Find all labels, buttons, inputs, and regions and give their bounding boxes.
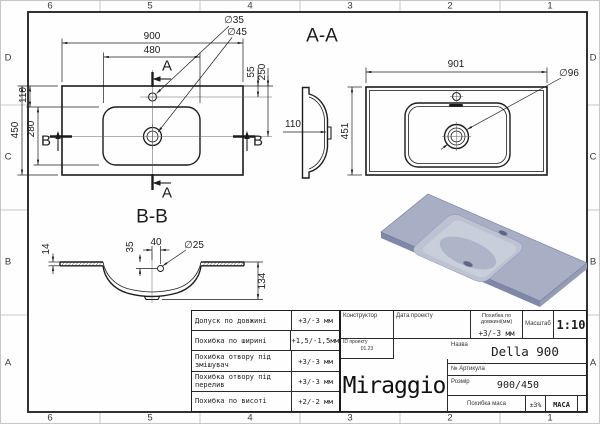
grid-ref-col: 5 xyxy=(147,412,153,424)
dim-480: 480 xyxy=(143,45,161,56)
dim-901: 901 xyxy=(447,59,465,70)
grid-ref-col: 5 xyxy=(147,0,153,12)
grid-ref-row: A xyxy=(589,357,597,369)
grid-ref-col: 3 xyxy=(347,0,353,12)
grid-ref-col: 2 xyxy=(447,0,453,12)
dim-55: 55 xyxy=(246,66,257,78)
tolerance-value: +2/-2 мм xyxy=(298,396,333,406)
grid-ref-col: 6 xyxy=(47,412,53,424)
dim-250: 250 xyxy=(257,63,268,81)
dim-35: 35 xyxy=(125,241,136,253)
dim-110-left: 110 xyxy=(18,87,29,103)
tolerance-label: Похибка отвору під перелив xyxy=(192,371,292,391)
hatch-right xyxy=(202,262,244,267)
render-3d xyxy=(380,193,588,307)
frame-border xyxy=(27,11,588,413)
dia-45: ∅45 xyxy=(227,27,247,38)
section-mark-b: B xyxy=(40,132,52,150)
grid-ref-col: 3 xyxy=(347,412,353,424)
tolerance-label: Допуск по довжині xyxy=(192,311,292,331)
grid-ref-col: 2 xyxy=(447,412,453,424)
dim-450: 450 xyxy=(10,121,21,139)
tolerance-label: Похибка отвору під змішувач xyxy=(192,351,292,371)
empty-cell xyxy=(578,396,588,413)
dim-900: 900 xyxy=(143,31,161,42)
logo-cell: Miraggio xyxy=(341,359,448,413)
table-row: Похибка отвору під перелив +3/-3 мм xyxy=(192,371,339,392)
constructor-cell: Конструктор xyxy=(341,311,394,339)
grid-ref-row: D xyxy=(589,52,597,64)
grid-ref-col: 1 xyxy=(547,412,553,424)
grid-ref-row: C xyxy=(4,151,12,163)
grid-ref-row: C xyxy=(589,151,597,163)
length-tolerance-value: +3/-3 мм xyxy=(478,328,515,338)
scale-label: Масштаб xyxy=(523,311,554,339)
scale-value: 1:10 xyxy=(554,311,588,339)
table-row: Допуск по довжині +3/-3 мм xyxy=(192,311,339,332)
section-mark-a: A xyxy=(161,184,173,202)
dia-35: ∅35 xyxy=(224,15,244,26)
grid-ref-row: B xyxy=(4,256,12,268)
mass-label: МАСА xyxy=(546,396,578,413)
hatch-left xyxy=(60,262,103,267)
section-bb-title: B-B xyxy=(136,206,168,228)
product-name: Della 900 xyxy=(491,343,559,359)
tolerance-label: Похибка по ширині xyxy=(192,331,292,351)
table-row: Похибка по ширині +1,5/-1,5мм xyxy=(192,331,339,352)
section-bb-view xyxy=(48,246,263,303)
dim-134: 134 xyxy=(257,272,268,290)
grid-ref-col: 6 xyxy=(47,0,53,12)
mass-tolerance-label: Похибка маса xyxy=(448,396,526,413)
size-value: 900/450 xyxy=(496,380,540,391)
grid-ref-row: B xyxy=(589,256,597,268)
size-label: Розмір xyxy=(451,379,470,385)
tolerance-value: +3/-3 мм xyxy=(298,316,333,326)
tolerance-value: +1,5/-1,5мм xyxy=(291,336,339,346)
section-mark-a: A xyxy=(161,57,173,75)
tolerance-value: +3/-3 мм xyxy=(298,356,333,366)
table-row: Похибка отвору під змішувач +3/-3 мм xyxy=(192,351,339,372)
project-id-label: ID проекту xyxy=(343,339,368,345)
table-row: Похибка по висоті +2/-2 мм xyxy=(192,391,339,412)
name-label: Назва xyxy=(451,342,468,348)
tolerance-value: +3/-3 мм xyxy=(298,376,333,386)
section-aa-title: A-A xyxy=(306,25,338,47)
tolerance-table: Допуск по довжині +3/-3 мм Похибка по ши… xyxy=(191,310,340,412)
article-label: № Артикула xyxy=(448,364,588,376)
logo-spacer xyxy=(394,339,448,359)
grid-ref-col: 1 xyxy=(547,0,553,12)
plan-view xyxy=(17,25,273,190)
grid-ref-col: 4 xyxy=(247,412,253,424)
project-date-cell: Дата проекту xyxy=(394,311,471,339)
section-aa-view xyxy=(283,67,562,179)
project-id-value: 01.23 xyxy=(360,345,374,352)
title-block: Конструктор Дата проекту Похибка по довж… xyxy=(340,310,588,413)
brand-logo: Miraggio xyxy=(342,373,447,399)
length-tolerance-label: Похибка по довжині(мм) xyxy=(480,313,513,326)
dim-280: 280 xyxy=(26,120,37,138)
grid-ref-row: A xyxy=(4,357,12,369)
dim-40: 40 xyxy=(150,237,162,248)
dim-14: 14 xyxy=(41,243,52,255)
tolerance-label: Похибка по висоті xyxy=(192,391,292,412)
mass-tolerance-value: ±3% xyxy=(526,396,546,413)
dim-110-profile: 110 xyxy=(285,119,301,130)
dim-451: 451 xyxy=(340,122,351,140)
dia-96: ∅96 xyxy=(559,68,579,79)
grid-ref-row: D xyxy=(4,52,12,64)
grid-ref-col: 4 xyxy=(247,0,253,12)
dia-25: ∅25 xyxy=(184,240,204,251)
section-mark-b: B xyxy=(252,132,264,150)
